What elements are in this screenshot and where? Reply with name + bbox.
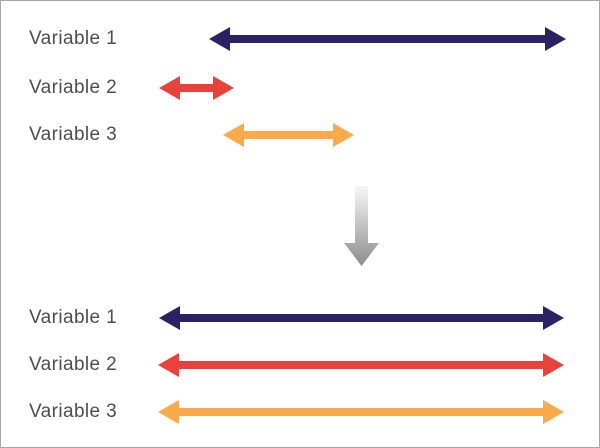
variable-label: Variable 3	[29, 401, 118, 422]
range-double-arrow-icon	[209, 27, 566, 51]
range-double-arrow-icon	[223, 123, 354, 147]
variable-label: Variable 1	[29, 307, 118, 328]
variable-label: Variable 1	[29, 28, 118, 49]
range-double-arrow-icon	[159, 76, 234, 100]
range-double-arrow-icon	[158, 400, 564, 424]
variable-label: Variable 3	[29, 124, 118, 145]
transform-down-arrow-icon	[344, 186, 379, 266]
variable-label: Variable 2	[29, 77, 118, 98]
variable-label: Variable 2	[29, 354, 118, 375]
range-double-arrow-icon	[158, 353, 564, 377]
range-double-arrow-icon	[159, 306, 564, 330]
